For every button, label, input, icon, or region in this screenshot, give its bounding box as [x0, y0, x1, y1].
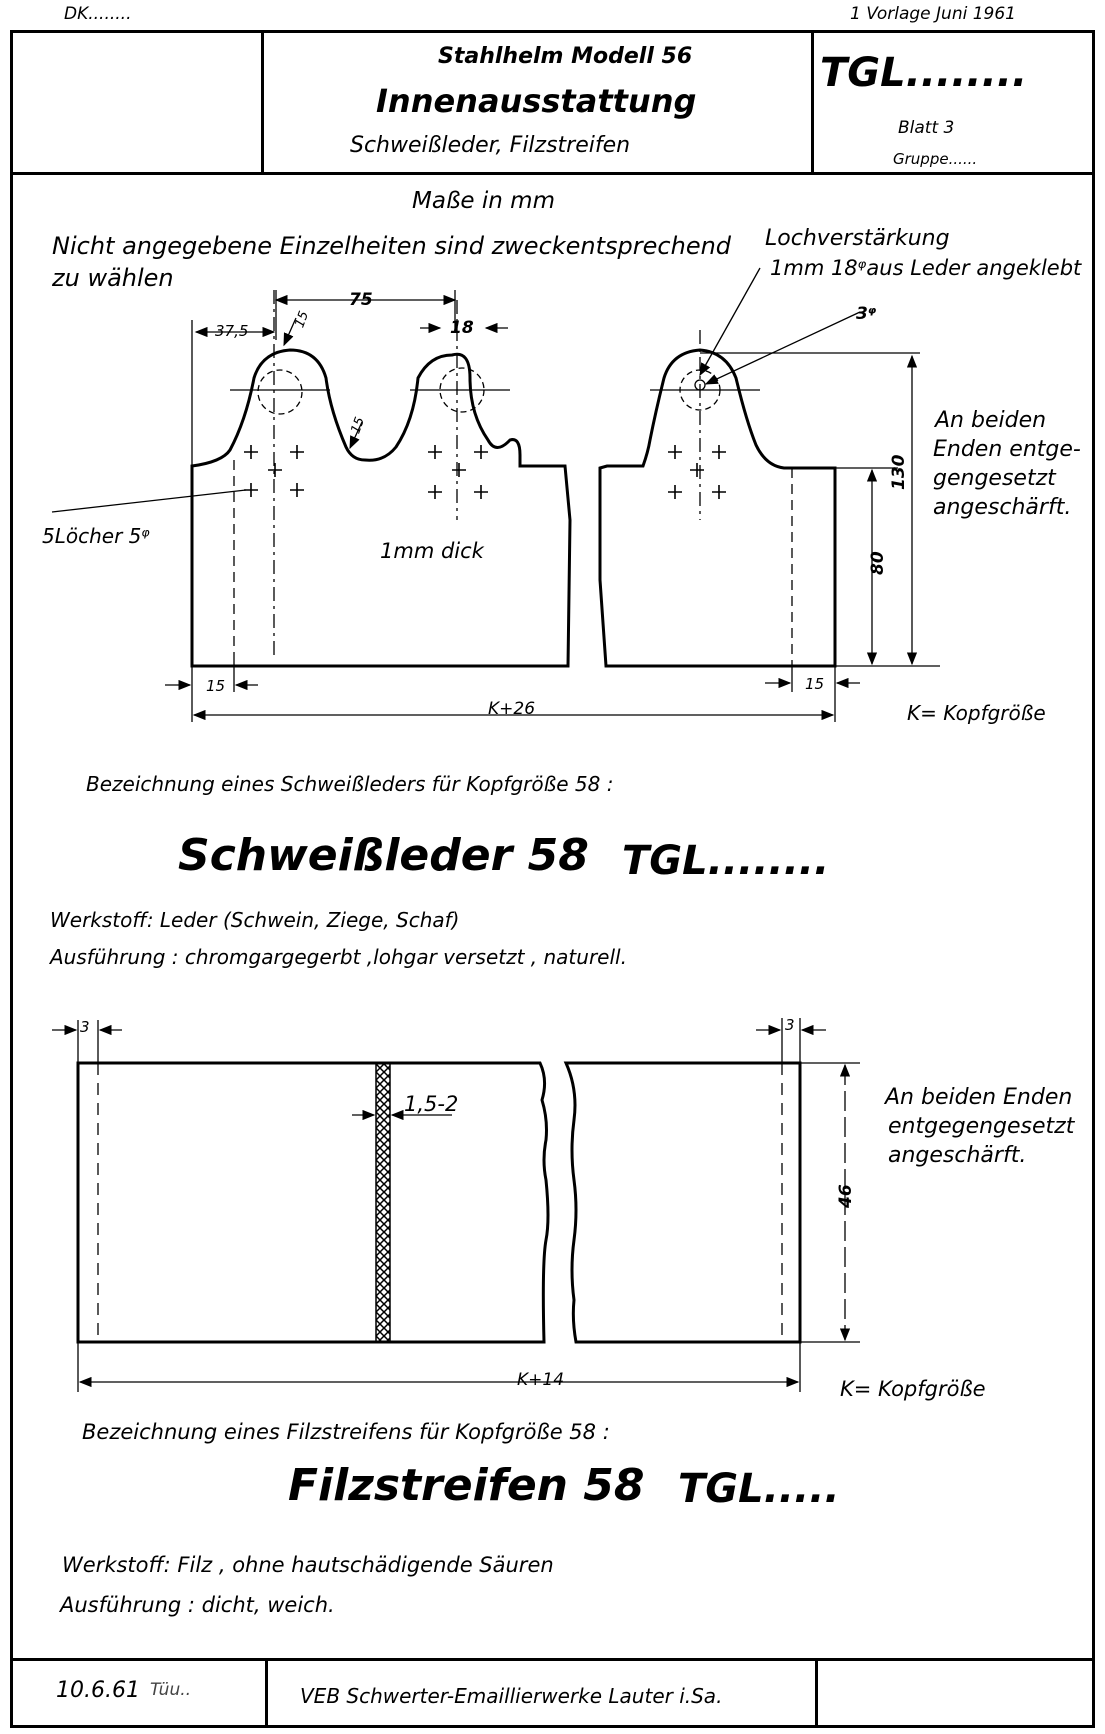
header-tgl: TGL........: [820, 50, 1028, 96]
footer-date: 10.6.61: [56, 1678, 140, 1703]
finish-1: Ausführung : chromgargegerbt ,lohgar ver…: [50, 945, 627, 969]
strip-ends-note-1: An beiden Enden: [885, 1085, 1073, 1110]
thickness-note: 1mm dick: [380, 539, 484, 563]
dim-1-5-2: 1,5-2: [404, 1092, 459, 1116]
designation-2-value: Filzstreifen 58: [288, 1460, 645, 1511]
hole-reinforcement-label: Lochverstärkung: [765, 226, 950, 251]
dim-15-right: 15: [805, 675, 825, 693]
material-2: Werkstoff: Filz , ohne hautschädigende S…: [62, 1553, 554, 1577]
top-right-date-note: 1 Vorlage Juni 1961: [850, 4, 1016, 24]
felt-strip-seam: [375, 1062, 391, 1343]
designation-2-label: Bezeichnung eines Filzstreifens für Kopf…: [82, 1420, 610, 1444]
strip-ends-note-3: angeschärft.: [888, 1143, 1027, 1168]
footer-company: VEB Schwerter-Emaillierwerke Lauter i.Sa…: [300, 1684, 723, 1708]
head-size-definition-2: K= Kopfgröße: [840, 1377, 986, 1401]
dimension-lines-2: [52, 1018, 860, 1392]
strip-ends-note-2: entgegengesetzt: [888, 1114, 1075, 1139]
sweatband-left-piece: [190, 348, 572, 668]
designation-1-value: Schweißleder 58: [178, 830, 589, 881]
header-line-model: Stahlhelm Modell 56: [438, 44, 693, 69]
designation-1-label: Bezeichnung eines Schweißleders für Kopf…: [86, 772, 614, 796]
dim-3-left: 3: [80, 1018, 90, 1036]
sweatband-right-piece: [598, 348, 837, 668]
ends-note-1: An beiden: [935, 408, 1047, 433]
header-subtitle: Schweißleder, Filzstreifen: [350, 133, 631, 158]
dimension-lines-1: [51, 267, 940, 722]
material-1: Werkstoff: Leder (Schwein, Ziege, Schaf): [50, 908, 460, 932]
ends-note-2: Enden entge-: [933, 437, 1081, 462]
hole-centers: [230, 290, 793, 660]
ends-note-3: gengesetzt: [933, 466, 1056, 491]
felt-strip: [76, 1061, 802, 1344]
general-note-line2: zu wählen: [52, 264, 174, 292]
header-tgl-box: [811, 30, 1095, 175]
designation-1-tgl: TGL........: [622, 838, 830, 884]
head-size-definition-1: K= Kopfgröße: [907, 701, 1046, 725]
footer-signature: Tüu..: [150, 1680, 192, 1700]
designation-2-tgl: TGL.....: [678, 1466, 840, 1512]
hole-crosses: [244, 445, 726, 499]
ends-note-4: angeschärft.: [933, 495, 1072, 520]
general-note-line1: Nicht angegebene Einzelheiten sind zweck…: [52, 232, 732, 260]
dim-18: 18: [450, 318, 474, 338]
dim-15-left: 15: [206, 677, 226, 695]
dim-3-right: 3: [785, 1016, 795, 1034]
top-left-note: DK........: [64, 4, 132, 24]
units-note: Maße in mm: [412, 188, 555, 214]
footer-right-box: [815, 1658, 1095, 1728]
hole-reinforcement-detail: 1mm 18ᵠaus Leder angeklebt: [770, 256, 1082, 280]
header-gruppe: Gruppe......: [893, 150, 978, 168]
header-blatt: Blatt 3: [898, 118, 955, 138]
header-title: Innenausstattung: [376, 82, 697, 120]
finish-2: Ausführung : dicht, weich.: [60, 1593, 335, 1617]
dim-3-dia: 3ᵠ: [856, 304, 877, 324]
holes-note: 5Löcher 5ᵠ: [42, 524, 150, 548]
